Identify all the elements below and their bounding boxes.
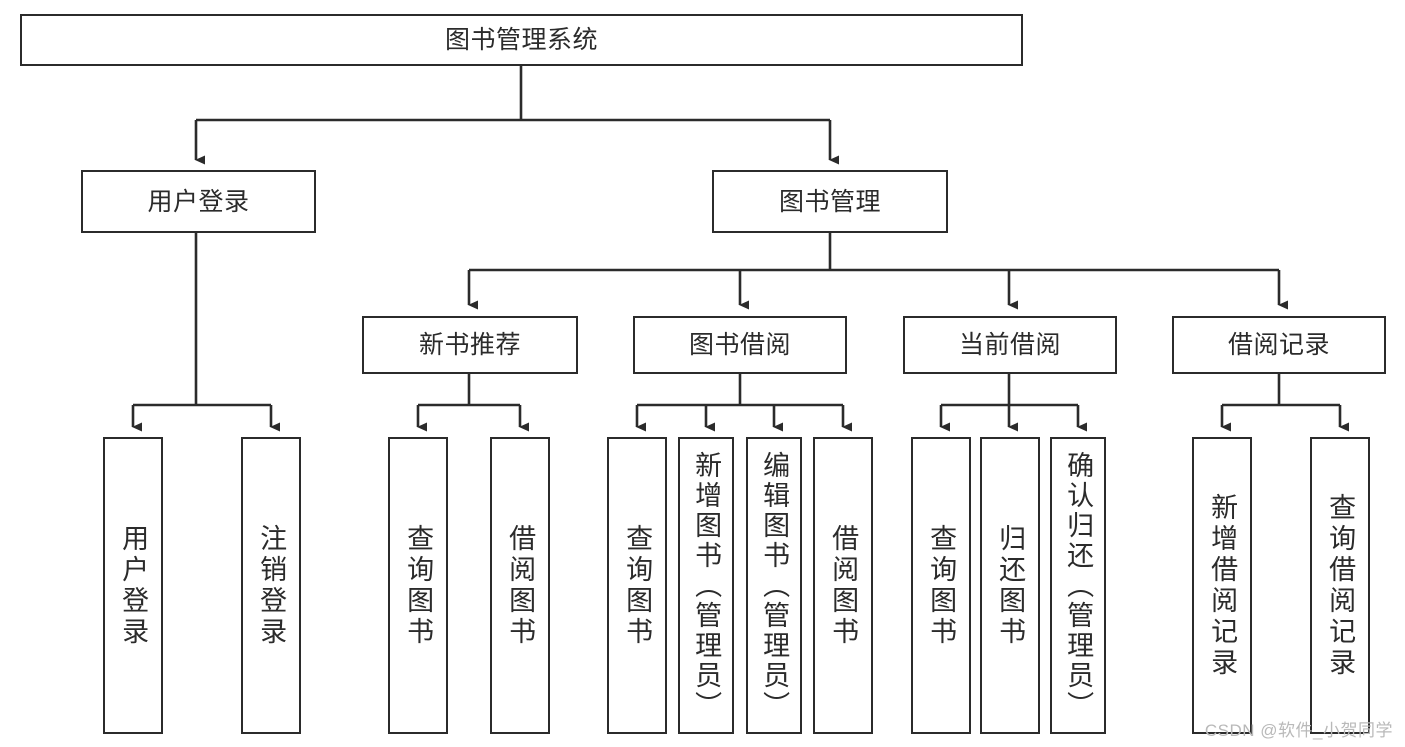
csdn-watermark: CSDN @软件_小贺同学: [1204, 721, 1393, 740]
node-root-label: 图书管理系统: [444, 26, 598, 54]
node-leaf-query-book-3-label: 查询图书: [926, 523, 957, 648]
node-new-book-recommend-label: 新书推荐: [418, 331, 521, 359]
node-leaf-user-logout[interactable]: 注销登录: [241, 437, 301, 734]
node-leaf-add-record[interactable]: 新增借阅记录: [1192, 437, 1252, 734]
node-leaf-edit-book[interactable]: 编辑图书（管理员）: [746, 437, 802, 734]
node-leaf-confirm-return-label: 确认归还（管理员）: [1063, 450, 1094, 721]
node-book-management[interactable]: 图书管理: [712, 170, 948, 233]
node-leaf-borrow-book-2[interactable]: 借阅图书: [813, 437, 873, 734]
node-current-borrow-label: 当前借阅: [958, 331, 1061, 359]
node-book-management-label: 图书管理: [778, 187, 881, 216]
node-leaf-add-book-label: 新增图书（管理员）: [691, 450, 722, 721]
node-leaf-confirm-return[interactable]: 确认归还（管理员）: [1050, 437, 1106, 734]
node-root[interactable]: 图书管理系统: [20, 14, 1023, 66]
node-book-borrow-label: 图书借阅: [688, 331, 791, 359]
node-book-borrow[interactable]: 图书借阅: [633, 316, 847, 374]
node-leaf-return-book[interactable]: 归还图书: [980, 437, 1040, 734]
node-borrow-record-label: 借阅记录: [1227, 331, 1330, 359]
node-leaf-query-book-1-label: 查询图书: [403, 523, 434, 648]
node-leaf-return-book-label: 归还图书: [995, 523, 1026, 648]
node-leaf-add-record-label: 新增借阅记录: [1207, 492, 1238, 679]
node-leaf-user-login[interactable]: 用户登录: [103, 437, 163, 734]
node-current-borrow[interactable]: 当前借阅: [903, 316, 1117, 374]
node-borrow-record[interactable]: 借阅记录: [1172, 316, 1386, 374]
node-leaf-add-book[interactable]: 新增图书（管理员）: [678, 437, 734, 734]
node-leaf-edit-book-label: 编辑图书（管理员）: [759, 450, 790, 721]
node-leaf-query-book-3[interactable]: 查询图书: [911, 437, 971, 734]
node-leaf-query-book-2[interactable]: 查询图书: [607, 437, 667, 734]
node-leaf-borrow-book-2-label: 借阅图书: [828, 523, 859, 648]
node-user-login[interactable]: 用户登录: [81, 170, 316, 233]
node-leaf-query-record[interactable]: 查询借阅记录: [1310, 437, 1370, 734]
node-leaf-user-login-label: 用户登录: [118, 523, 149, 648]
node-leaf-borrow-book-1[interactable]: 借阅图书: [490, 437, 550, 734]
node-leaf-query-record-label: 查询借阅记录: [1325, 492, 1356, 679]
node-new-book-recommend[interactable]: 新书推荐: [362, 316, 578, 374]
node-leaf-query-book-1[interactable]: 查询图书: [388, 437, 448, 734]
node-leaf-query-book-2-label: 查询图书: [622, 523, 653, 648]
node-leaf-borrow-book-1-label: 借阅图书: [505, 523, 536, 648]
node-leaf-user-logout-label: 注销登录: [256, 523, 287, 648]
node-user-login-label: 用户登录: [147, 187, 250, 216]
